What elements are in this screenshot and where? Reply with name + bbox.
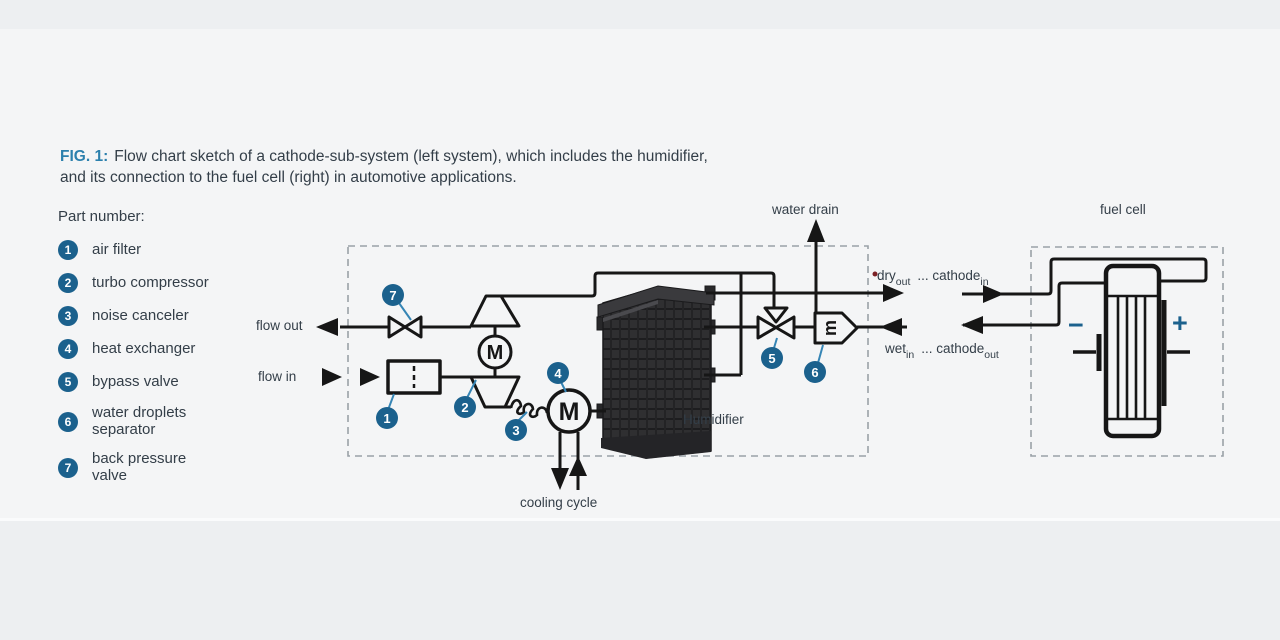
cathode-subsystem-boundary [347, 245, 869, 457]
diagram-badge-2: 2 [454, 396, 476, 418]
water-drain-arrow [807, 219, 825, 242]
diagram-badge-3: 3 [505, 419, 527, 441]
heat-exchanger-symbol [546, 388, 592, 434]
legend-badge-2: 2 [58, 273, 78, 293]
caption-line2: and its connection to the fuel cell (rig… [60, 169, 517, 186]
humidifier-image [596, 285, 716, 459]
fuel-cell-boundary [1030, 246, 1224, 457]
legend-item-water-droplets-separator: 6 water droplets separator [58, 404, 268, 438]
motor-symbol [477, 334, 513, 370]
flow-in-arrow [322, 368, 342, 386]
cathode-in-arrow [983, 285, 1004, 303]
dry-out-cathode-in-label: dryout... cathodein [877, 268, 989, 288]
water-separator-symbol [813, 311, 859, 345]
cooling-down-arrow [551, 468, 569, 490]
figure-number: FIG. 1: [60, 148, 109, 165]
diagram-badge-6: 6 [804, 361, 826, 383]
legend-badge-7: 7 [58, 457, 78, 478]
separator-icon: m [820, 320, 840, 336]
figure-caption: FIG. 1:Flow chart sketch of a cathode-su… [60, 146, 840, 188]
stack-plus-terminal: + [1172, 308, 1188, 338]
legend-item-noise-canceler: 3 noise canceler [58, 306, 268, 326]
dry-out-arrow [883, 284, 904, 302]
cathode-out-pipe [963, 281, 1106, 327]
expander-symbol [469, 294, 521, 328]
humidifier-lower-port-line [704, 293, 743, 377]
diagram-badge-4: 4 [547, 362, 569, 384]
legend-item-bypass-valve: 5 bypass valve [58, 372, 268, 392]
stray-dot [872, 271, 878, 277]
legend-item-heat-exchanger: 4 heat exchanger [58, 339, 268, 359]
cathode-in-pipe [962, 257, 1208, 296]
wet-in-cathode-out-label: wetin... cathodeout [885, 341, 999, 361]
cathode-out-arrow [961, 316, 983, 334]
motor-letter: M [487, 342, 504, 364]
heat-exchanger-letter: M [559, 398, 580, 426]
flow-in-label: flow in [258, 369, 297, 384]
bypass-valve-symbol [756, 315, 778, 340]
piping [340, 240, 1208, 490]
legend-badge-1: 1 [58, 240, 78, 260]
cooling-cycle-label: cooling cycle [520, 495, 598, 510]
flow-out-arrow [316, 318, 338, 336]
cooling-up-arrow [569, 456, 587, 476]
stack-terminals [1073, 300, 1190, 406]
compressor-symbol [469, 375, 521, 409]
flow-out-label: flow out [256, 318, 303, 333]
legend-badge-6: 6 [58, 411, 78, 432]
fuel-cell-label: fuel cell [1100, 202, 1146, 217]
diagram-badge-1: 1 [376, 407, 398, 429]
humidifier-label: Humidifier [683, 412, 744, 427]
diagram-badge-5: 5 [761, 347, 783, 369]
legend-item-turbo-compressor: 2 turbo compressor [58, 273, 268, 293]
bypass-valve-actuator [763, 306, 789, 324]
legend-title: Part number: [58, 208, 145, 225]
arrowheads [316, 219, 1004, 490]
water-drain-label: water drain [772, 202, 839, 217]
stack-plates [1108, 294, 1157, 421]
legend-item-back-pressure-valve: 7 back pressure valve [58, 450, 268, 484]
part-number-legend: Part number: 1 air filter 2 turbo compre… [58, 208, 268, 497]
expander-bypass-line [501, 271, 776, 308]
stack-minus-terminal: − [1068, 310, 1084, 340]
fuel-cell-stack [1103, 263, 1162, 439]
caption-line1: FIG. 1:Flow chart sketch of a cathode-su… [60, 148, 708, 165]
back-pressure-valve-symbol [387, 315, 407, 339]
legend-badge-3: 3 [58, 306, 78, 326]
legend-badge-4: 4 [58, 339, 78, 359]
wet-in-arrow [880, 318, 902, 336]
legend-item-air-filter: 1 air filter [58, 240, 268, 260]
noise-canceler-symbol [509, 398, 550, 419]
diagram-badge-7: 7 [382, 284, 404, 306]
legend-badge-5: 5 [58, 372, 78, 392]
